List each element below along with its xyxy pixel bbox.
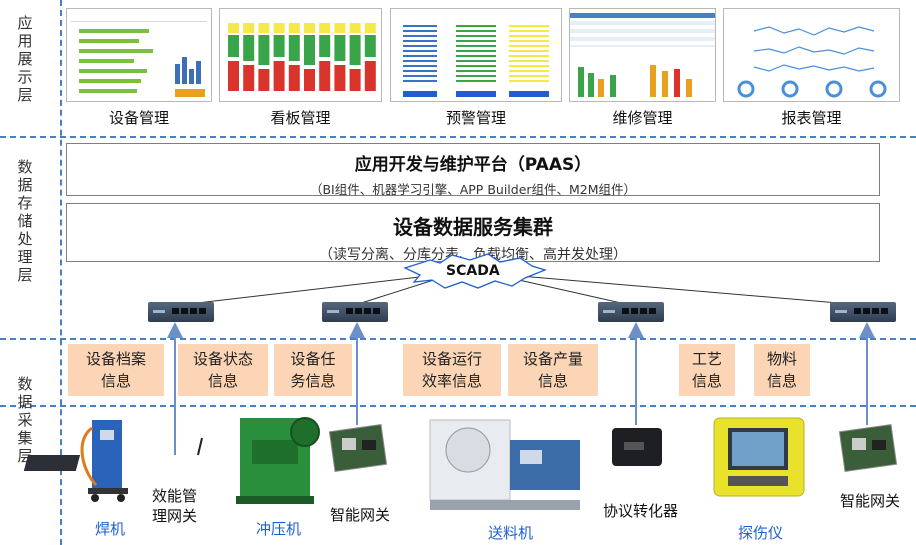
info-device-output: 设备产量信息: [508, 344, 598, 396]
screen-dashboard-management[interactable]: [219, 8, 382, 102]
press-illustration: [236, 417, 320, 504]
link-switch-1: [179, 275, 429, 306]
cluster-subtitle: （读写分离、分库分表、负载均衡、高并发处理）: [319, 247, 627, 263]
paas-platform: 应用开发与维护平台（PAAS） （BI组件、机器学习引擎、APP Builder…: [66, 143, 880, 197]
device-energy-gateway: 效能管理网关: [152, 487, 198, 525]
welder-illustration: [80, 420, 128, 502]
network-switch-1: [148, 302, 214, 322]
screen-alert-management[interactable]: [390, 8, 562, 102]
device-data-service-cluster: 设备数据服务集群 （读写分离、分库分表、负载均衡、高并发处理）: [66, 203, 880, 263]
screen-maintenance-management[interactable]: [569, 8, 716, 102]
flaw-detector-illustration: [713, 417, 805, 497]
kanban-bar-segment: [364, 23, 376, 33]
kanban-bar-segment: [288, 23, 300, 33]
kanban-bar-segment: [304, 23, 315, 33]
kanban-bar-segment: [243, 23, 255, 33]
smart-gateway-a-illustration: [328, 424, 388, 472]
kanban-bar-segment: [349, 35, 361, 65]
kanban-bar-segment: [334, 35, 346, 61]
kanban-bar-segment: [319, 35, 331, 57]
screen-report-management[interactable]: [723, 8, 900, 102]
kanban-bar-segment: [304, 69, 315, 91]
kanban-bar-segment: [349, 69, 361, 91]
info-device-task: 设备任务信息: [274, 344, 352, 396]
kanban-bar-segment: [258, 35, 270, 65]
kanban-bar-segment: [243, 35, 255, 61]
kanban-bar-segment: [319, 61, 331, 91]
link-switch-4: [519, 275, 863, 306]
report-lines: [737, 26, 887, 98]
kanban-bar-segment: [273, 61, 285, 91]
kanban-bar-segment: [273, 23, 285, 33]
device-press: 冲压机: [256, 520, 302, 538]
screen-caption-device: 设备管理: [108, 109, 169, 127]
energy-gateway-illustration: [23, 437, 203, 471]
layer-divider-vertical: [60, 0, 62, 545]
screen-caption-dashboard: 看板管理: [270, 109, 331, 127]
scada-label: SCADA: [446, 263, 500, 279]
kanban-bar-segment: [304, 35, 315, 65]
kanban-bar-segment: [243, 65, 255, 91]
kanban-bar-segment: [334, 65, 346, 91]
kanban-bar-segment: [349, 23, 361, 33]
layer-divider-app: [0, 136, 916, 138]
cluster-title: 设备数据服务集群: [393, 215, 553, 239]
link-switch-2: [354, 277, 441, 306]
device-protocol-converter: 协议转化器: [603, 502, 679, 520]
kanban-bar-segment: [228, 23, 239, 33]
kanban-bar-segment: [228, 35, 239, 57]
kanban-bar-segment: [288, 35, 300, 61]
kanban-bar-segment: [319, 23, 331, 33]
info-process: 工艺信息: [679, 344, 735, 396]
info-device-status: 设备状态信息: [178, 344, 268, 396]
kanban-bar-segment: [288, 65, 300, 91]
kanban-bar-segment: [273, 35, 285, 57]
scada-burst: [403, 253, 547, 289]
screen-caption-alert: 预警管理: [445, 109, 506, 127]
smart-gateway-b-illustration: [838, 424, 898, 472]
network-switch-4: [830, 302, 896, 322]
kanban-bar-segment: [258, 23, 270, 33]
kanban-bar-segment: [364, 35, 376, 57]
device-flaw-detector: 探伤仪: [738, 524, 784, 542]
screen-device-management[interactable]: [66, 8, 212, 102]
link-switch-3: [509, 277, 631, 306]
info-device-archive: 设备档案信息: [68, 344, 164, 396]
layer-divider-info: [0, 405, 916, 407]
screen-caption-maintenance: 维修管理: [612, 109, 673, 127]
network-switch-3: [598, 302, 664, 322]
layer-label-app: 应用展示层: [17, 14, 33, 104]
layer-label-storage: 数据存储处理层: [17, 158, 33, 284]
kanban-bar-segment: [228, 61, 239, 91]
protocol-converter-illustration: [612, 428, 662, 466]
device-feeder: 送料机: [488, 524, 534, 542]
info-run-efficiency: 设备运行效率信息: [403, 344, 501, 396]
feeder-illustration: [429, 419, 580, 510]
device-smart-gateway-b: 智能网关: [840, 492, 901, 510]
paas-title: 应用开发与维护平台（PAAS）: [354, 155, 592, 175]
kanban-bar-segment: [334, 23, 346, 33]
kanban-bar-segment: [258, 69, 270, 91]
info-material: 物料信息: [754, 344, 810, 396]
paas-subtitle: （BI组件、机器学习引擎、APP Builder组件、M2M组件）: [309, 182, 637, 197]
dashboard-bars: [228, 23, 376, 91]
kanban-bar-segment: [364, 61, 376, 91]
device-smart-gateway-a: 智能网关: [330, 506, 391, 524]
layer-divider-storage: [0, 338, 916, 340]
screen-caption-report: 报表管理: [781, 109, 842, 127]
device-welder: 焊机: [95, 520, 126, 538]
network-switch-2: [322, 302, 388, 322]
